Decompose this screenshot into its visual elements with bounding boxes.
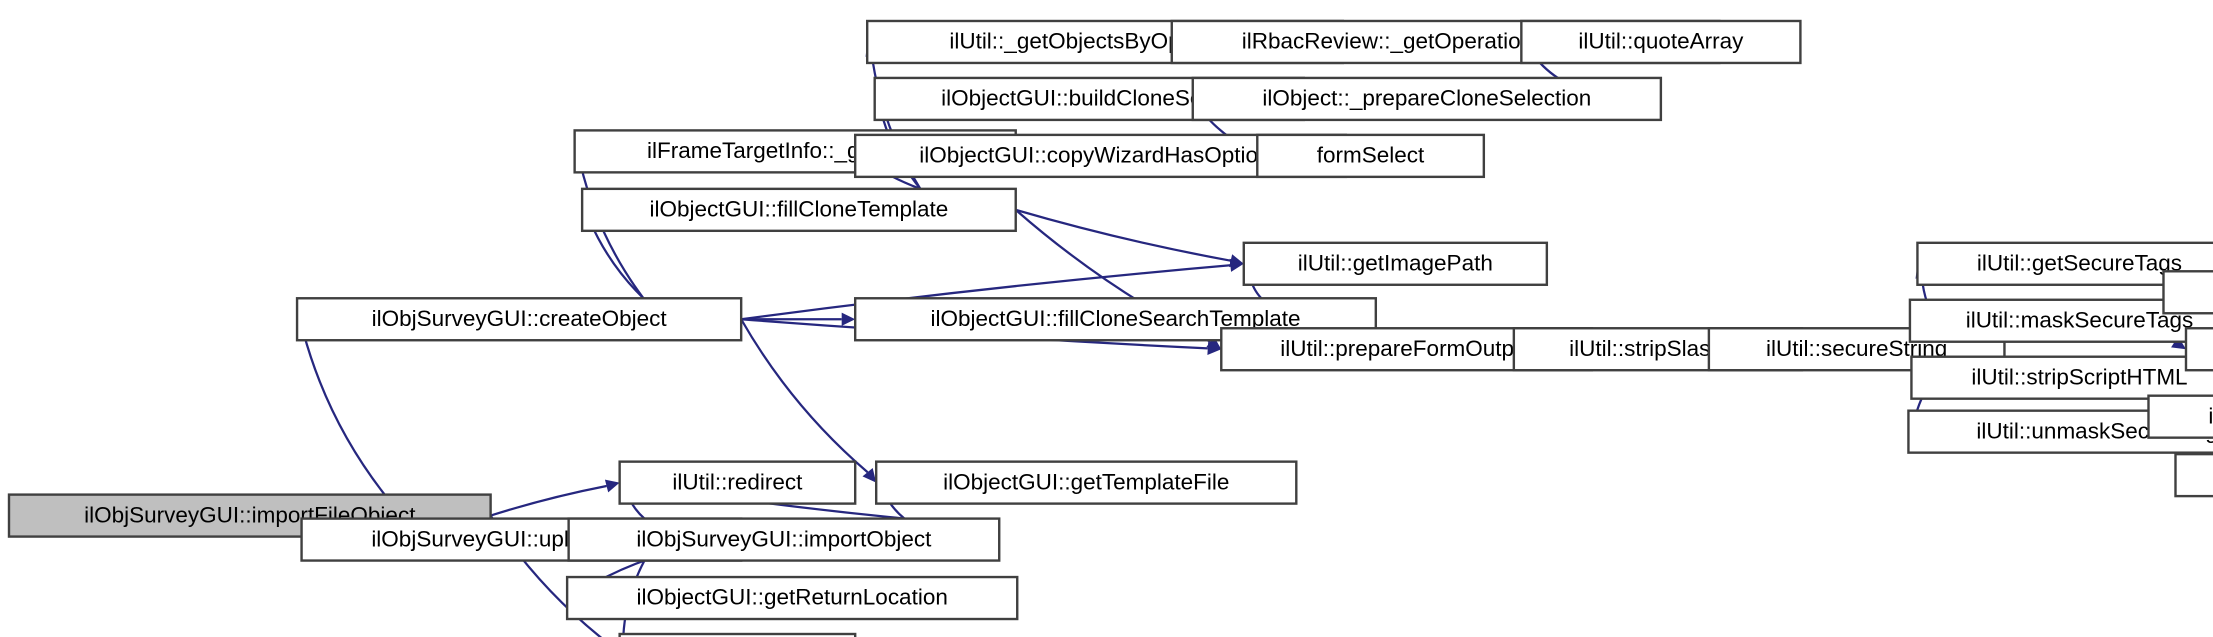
node-fillclonetemplate[interactable]: ilObjectGUI::fillCloneTemplate — [580, 187, 1017, 233]
node-box-getimagepath[interactable] — [1242, 241, 1549, 286]
node-box-redirect[interactable] — [618, 460, 857, 505]
nodes-layer: ilObjSurveyGUI::importFileObjectilObjSur… — [7, 19, 2213, 637]
node-box-getreturnlocation[interactable] — [565, 575, 1019, 621]
node-box-preparecloneselection[interactable] — [1191, 76, 1663, 122]
node-getimagepath[interactable]: ilUtil::getImagePath — [1242, 241, 1549, 286]
node-box-gettemplatefile[interactable] — [874, 460, 1298, 505]
node-stripscripthtml[interactable]: ilUtil::stripScriptHTML — [1910, 355, 2213, 400]
arrowhead-redirect — [604, 479, 620, 493]
node-unmasktag[interactable]: ilUtil::unmaskTag — [2174, 452, 2213, 498]
node-createobject[interactable]: ilObjSurveyGUI::createObject — [295, 297, 743, 342]
node-gettemplatefile[interactable]: ilObjectGUI::getTemplateFile — [874, 460, 1298, 505]
node-box-maskattributetag[interactable] — [2162, 270, 2213, 315]
edge-importfileobject-to-createobject — [302, 331, 386, 496]
edge-createobject-to-gettemplatefile — [740, 318, 869, 474]
node-sendinfo[interactable]: ilUtil::sendInfo — [618, 632, 857, 637]
edge-importfileobject-to-redirect — [490, 484, 607, 517]
node-unmaskattributetag[interactable]: ilUtil::unmaskAttributeTag — [2147, 394, 2213, 439]
node-box-unmasktag[interactable] — [2174, 452, 2213, 498]
node-quotearray[interactable]: ilUtil::quoteArray — [1520, 19, 1802, 65]
node-box-importobject[interactable] — [567, 517, 1001, 562]
arrowhead-prepareformoutput — [1206, 336, 1222, 350]
arrowhead-fillclonesearchtemplate — [841, 312, 856, 326]
node-importobject[interactable]: ilObjSurveyGUI::importObject — [567, 517, 1001, 562]
edge-createobject-to-getframe — [579, 163, 645, 299]
node-maskattributetag[interactable]: ilUtil::maskAttributeTag — [2162, 270, 2213, 315]
arrowhead-getimagepath — [1229, 254, 1244, 268]
node-box-stripscripthtml[interactable] — [1910, 355, 2213, 400]
node-box-fillclonetemplate[interactable] — [580, 187, 1017, 233]
edge-fillclonetemplate-to-getimagepath — [1015, 208, 1231, 262]
node-masktag[interactable]: ilUtil::maskTag — [2184, 327, 2213, 372]
arrowhead-gettemplatefile — [862, 468, 877, 483]
node-box-masktag[interactable] — [2184, 327, 2213, 372]
node-box-formselect[interactable] — [1256, 133, 1486, 179]
node-getreturnlocation[interactable]: ilObjectGUI::getReturnLocation — [565, 575, 1019, 621]
node-preparecloneselection[interactable]: ilObject::_prepareCloneSelection — [1191, 76, 1663, 122]
node-box-sendinfo[interactable] — [618, 632, 857, 637]
node-box-unmaskattributetag[interactable] — [2147, 394, 2213, 439]
node-redirect[interactable]: ilUtil::redirect — [618, 460, 857, 505]
edge-createobject-to-getimagepath — [741, 264, 1231, 321]
node-box-quotearray[interactable] — [1520, 19, 1802, 65]
node-box-createobject[interactable] — [295, 297, 743, 342]
node-formselect[interactable]: formSelect — [1256, 133, 1486, 179]
